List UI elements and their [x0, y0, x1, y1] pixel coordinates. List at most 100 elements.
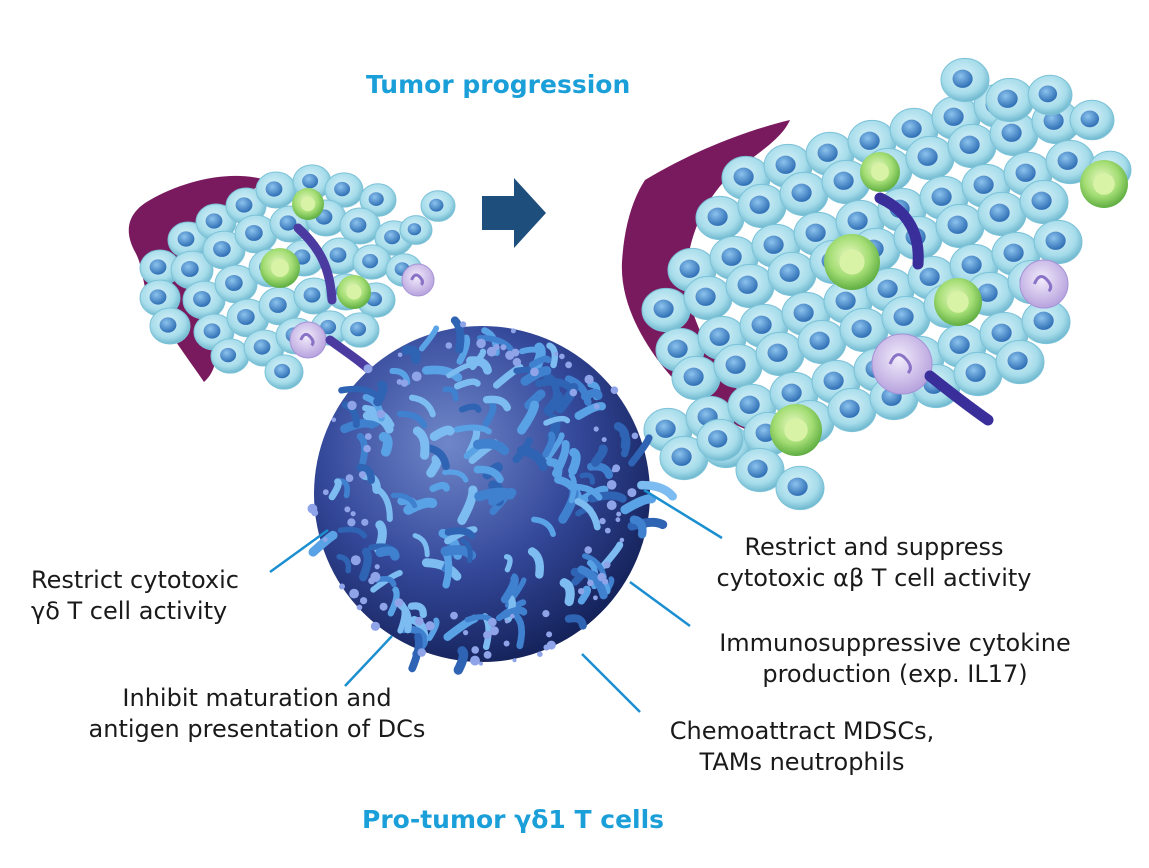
cell-protrusion	[482, 395, 511, 412]
cell-protrusion	[450, 316, 465, 354]
cell-protrusion	[337, 526, 368, 539]
cell-protrusion	[613, 422, 630, 451]
cell-nucleus	[947, 215, 968, 234]
cell-protrusion	[408, 394, 436, 418]
cell-protrusion	[426, 617, 440, 641]
cell-protrusion	[408, 632, 423, 673]
cell-nucleus	[791, 183, 812, 202]
annotation-line: γδ T cell activity	[31, 597, 228, 625]
annotation-line: Restrict cytotoxic	[31, 566, 239, 594]
cell-protrusion	[568, 447, 581, 476]
cell-protrusion	[453, 378, 481, 390]
cell-nucleus	[1045, 231, 1066, 250]
cell-nucleus	[835, 291, 856, 310]
surface-granule	[627, 488, 637, 498]
immune-cell-nucleus	[1033, 275, 1053, 293]
cell-nucleus	[671, 447, 692, 466]
vessel-branch	[874, 192, 924, 270]
cell-protrusion	[356, 463, 375, 485]
cell-nucleus	[943, 107, 964, 126]
cell-nucleus	[1001, 123, 1022, 142]
cell-nucleus	[707, 207, 728, 226]
cell-protrusion	[587, 462, 613, 479]
cell-nucleus	[253, 339, 271, 355]
cell-protrusion	[442, 469, 469, 483]
cell-protrusion	[474, 487, 516, 502]
cell-protrusion	[425, 444, 450, 471]
cell-protrusion	[453, 646, 469, 675]
surface-granule	[370, 621, 380, 631]
cell-protrusion	[564, 614, 587, 630]
cell-protrusion	[469, 348, 487, 371]
surface-granule	[479, 661, 483, 666]
surface-granule	[599, 517, 606, 525]
annotation-restrict-ab: Restrict and suppress cytotoxic αβ T cel…	[704, 532, 1044, 594]
cell-protrusion	[629, 515, 647, 539]
cell-nucleus	[877, 279, 898, 298]
cell-protrusion	[457, 485, 478, 525]
cell-protrusion	[543, 415, 571, 426]
cell-protrusion	[542, 431, 556, 458]
cell-nucleus	[747, 459, 768, 478]
cell-protrusion	[387, 586, 400, 617]
cell-protrusion	[375, 486, 393, 522]
cell-nucleus	[839, 399, 860, 418]
cell-nucleus	[245, 224, 263, 241]
surface-granule	[593, 403, 600, 410]
surface-granule	[587, 579, 594, 587]
cell-nucleus	[203, 323, 221, 339]
cell-protrusion	[472, 439, 510, 456]
cell-protrusion	[418, 325, 440, 352]
surface-granule	[483, 651, 492, 659]
immune-cell-core	[871, 163, 889, 181]
cell-protrusion	[466, 356, 492, 375]
surface-granule	[616, 511, 622, 517]
cell-protrusion	[460, 538, 473, 564]
cell-nucleus	[787, 477, 808, 496]
cell-protrusion	[543, 391, 563, 416]
cell-protrusion	[337, 478, 351, 499]
cell-nucleus	[749, 195, 770, 214]
cell-nucleus	[965, 363, 986, 382]
surface-granule	[471, 646, 480, 654]
cell-protrusion	[546, 342, 559, 369]
surface-granule	[619, 537, 625, 543]
cell-protrusion	[373, 380, 388, 407]
surface-granule	[512, 357, 522, 367]
cell-nucleus	[193, 290, 211, 307]
immune-cell-purple	[289, 321, 327, 359]
cell-protrusion	[340, 418, 377, 434]
surface-granule	[606, 480, 617, 490]
immune-cell-purple	[871, 333, 933, 395]
cell-nucleus	[851, 319, 872, 338]
blood-vessel	[128, 175, 272, 382]
cell-nucleus	[265, 181, 283, 197]
cell-protrusion	[628, 434, 653, 467]
cell-nucleus	[977, 283, 998, 302]
surface-granule	[397, 352, 403, 358]
cell-nucleus	[793, 303, 814, 322]
cell-protrusion	[531, 516, 556, 537]
surface-granule	[486, 346, 497, 357]
cell-nucleus	[961, 255, 982, 274]
cell-protrusion	[464, 614, 494, 623]
immune-cell-purple	[1019, 259, 1069, 309]
cell-protrusion	[426, 454, 442, 478]
immune-cell-core	[300, 196, 316, 212]
cell-protrusion	[555, 382, 579, 414]
surface-granule	[322, 537, 328, 542]
cell-nucleus	[763, 235, 784, 254]
cell-nucleus	[959, 135, 980, 154]
surface-granule	[363, 364, 373, 374]
surface-granule	[400, 379, 409, 387]
cell-protrusion	[338, 385, 378, 398]
cell-protrusion	[520, 366, 552, 386]
surface-granule	[489, 626, 499, 636]
cell-nucleus	[279, 215, 297, 231]
surface-granule	[349, 588, 359, 599]
surface-granule	[483, 630, 492, 640]
surface-granule	[368, 577, 375, 585]
surface-granule	[344, 506, 351, 513]
annotation-line: Inhibit maturation and	[122, 684, 392, 712]
